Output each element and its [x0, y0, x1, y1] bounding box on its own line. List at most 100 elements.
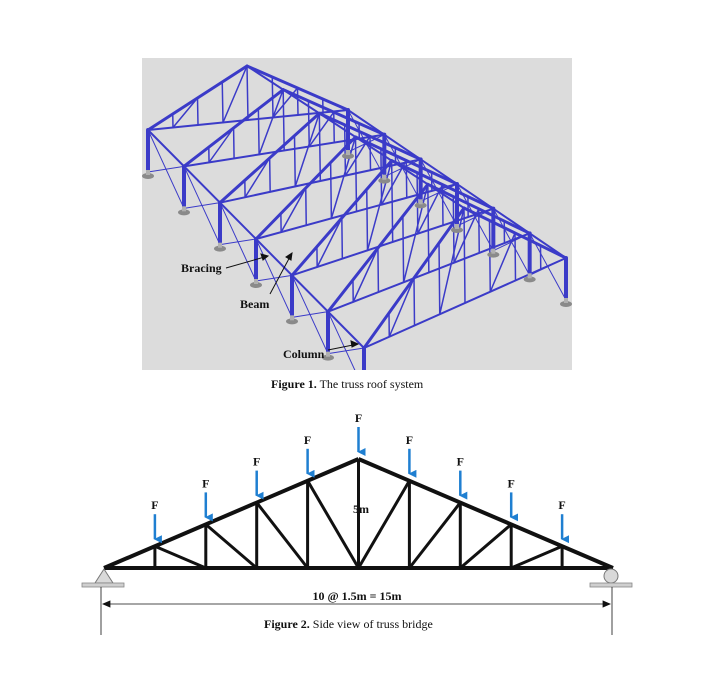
web-member — [221, 81, 224, 124]
web-member — [282, 88, 285, 152]
column-base-plate — [382, 174, 387, 180]
figure1-caption-label: Figure 1. — [271, 377, 317, 391]
column-base-plate — [564, 298, 568, 303]
column-base-plate — [346, 150, 350, 155]
beam-label: Beam — [240, 297, 270, 311]
bracing-member — [347, 109, 385, 178]
figure2-caption-label: Figure 2. — [264, 617, 310, 631]
column-base-support — [322, 354, 334, 361]
force-label: F — [457, 455, 464, 469]
force-label: F — [202, 476, 209, 490]
web-member — [257, 108, 260, 156]
figure2-caption: Figure 2. Side view of truss bridge — [264, 617, 433, 632]
force-label: F — [406, 433, 413, 447]
bracing-member — [147, 129, 185, 209]
figure2-caption-text: Side view of truss bridge — [312, 617, 433, 631]
column-base-support — [378, 177, 391, 184]
column-base-plate — [326, 351, 330, 357]
column-base-support — [214, 245, 226, 252]
column-base-plate — [455, 224, 459, 229]
web-member — [294, 112, 321, 188]
span-dimension — [100, 587, 613, 635]
column-base-plate — [146, 170, 150, 175]
force-label: F — [355, 411, 362, 425]
web-member — [341, 217, 344, 260]
diagonal-member — [357, 480, 411, 569]
column-base-plate — [254, 279, 258, 284]
web-member — [305, 187, 307, 226]
web-member — [413, 277, 416, 327]
web-member — [514, 232, 517, 282]
web-member — [208, 127, 235, 164]
web-member — [272, 87, 299, 119]
column-base-support — [250, 282, 262, 288]
web-member — [388, 277, 415, 338]
web-member — [318, 112, 322, 182]
figure1-truss-roof-illustration — [142, 64, 572, 370]
bracing-member — [383, 134, 422, 202]
web-member — [333, 111, 335, 144]
web-member — [380, 148, 383, 206]
force-label: F — [304, 433, 311, 447]
column-base-support — [560, 301, 572, 307]
bracing-member — [183, 165, 221, 246]
column-label: Column — [283, 347, 325, 361]
web-member — [402, 183, 429, 284]
bracing-member — [291, 274, 329, 355]
web-member — [463, 207, 466, 304]
web-member — [329, 161, 333, 220]
web-member — [280, 187, 307, 233]
applied-forces: F F F F F F F F F — [151, 411, 570, 544]
force-label: F — [151, 498, 158, 512]
figure1-caption: Figure 1. The truss roof system — [271, 377, 423, 392]
column-base-plate — [218, 242, 222, 248]
bracing-member — [219, 202, 257, 282]
bracing-member — [327, 311, 356, 370]
web-member — [352, 247, 379, 303]
web-member — [222, 65, 248, 124]
force-label: F — [558, 498, 565, 512]
web-member — [366, 188, 369, 252]
web-member — [322, 109, 349, 114]
column-base-support — [487, 251, 500, 258]
top-chord-left — [103, 457, 360, 570]
web-member — [438, 242, 441, 315]
diagonal-member — [306, 480, 360, 569]
top-chord-right — [357, 457, 614, 570]
column-base-plate — [290, 315, 294, 321]
roof-truss-members — [146, 64, 568, 370]
column-base-plate — [491, 248, 496, 254]
web-member — [293, 134, 296, 188]
diagonal-member — [154, 544, 207, 570]
bracing-label: Bracing — [181, 261, 222, 275]
truss-members — [103, 457, 614, 570]
web-member — [467, 207, 495, 218]
bracing-member — [420, 158, 458, 227]
web-member — [439, 207, 465, 315]
diagonal-member — [459, 523, 513, 570]
bracing-member — [456, 183, 494, 252]
web-member — [172, 97, 199, 129]
column-supports — [142, 150, 572, 361]
bracing-member — [492, 208, 531, 276]
column-base-plate — [527, 273, 532, 279]
web-member — [343, 124, 347, 177]
column-base-support — [142, 173, 154, 179]
web-member — [402, 215, 405, 284]
diagonal-member — [204, 523, 258, 570]
span-dimension-label: 10 @ 1.5m = 15m — [313, 589, 402, 603]
figure1-caption-text: The truss roof system — [319, 377, 424, 391]
roller-support — [589, 568, 633, 588]
column-base-plate — [182, 206, 186, 212]
web-member — [244, 157, 271, 198]
force-label: F — [508, 476, 515, 490]
column-base-support — [286, 318, 298, 325]
bracing-member — [255, 238, 293, 318]
pin-support — [81, 568, 125, 588]
callout-arrows — [225, 251, 360, 351]
force-label: F — [253, 455, 260, 469]
web-member — [296, 87, 299, 116]
bracing-member — [529, 232, 567, 301]
web-member — [258, 88, 284, 156]
